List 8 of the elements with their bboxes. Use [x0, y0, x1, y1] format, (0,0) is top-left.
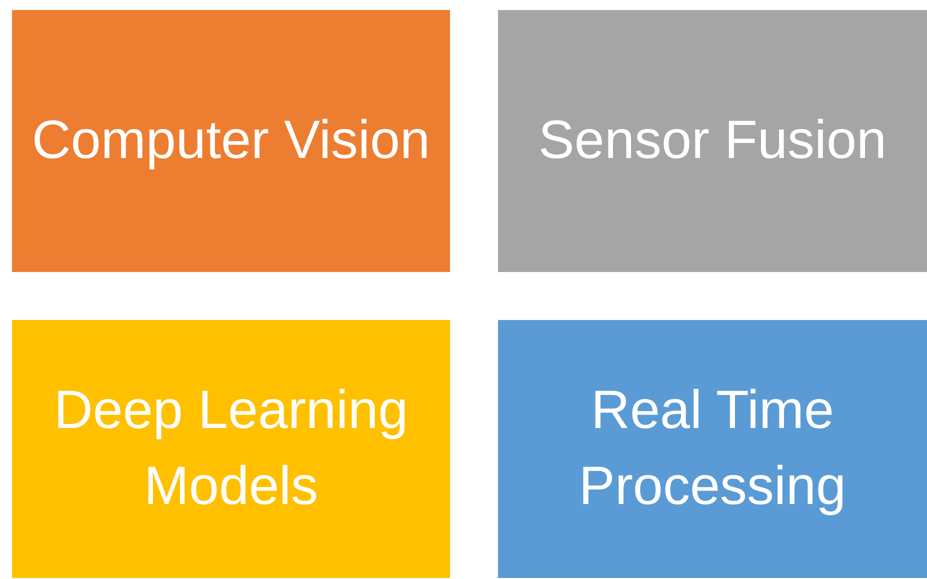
- topic-label: Sensor Fusion: [538, 109, 887, 172]
- topic-label: Real Time Processing: [578, 379, 848, 518]
- topic-box: [498, 320, 927, 578]
- topic-box: [498, 10, 927, 272]
- topic-label: Deep Learning Models: [52, 379, 410, 518]
- topic-label: Computer Vision: [32, 109, 430, 172]
- topic-box: [12, 320, 450, 578]
- topic-box: [12, 10, 450, 272]
